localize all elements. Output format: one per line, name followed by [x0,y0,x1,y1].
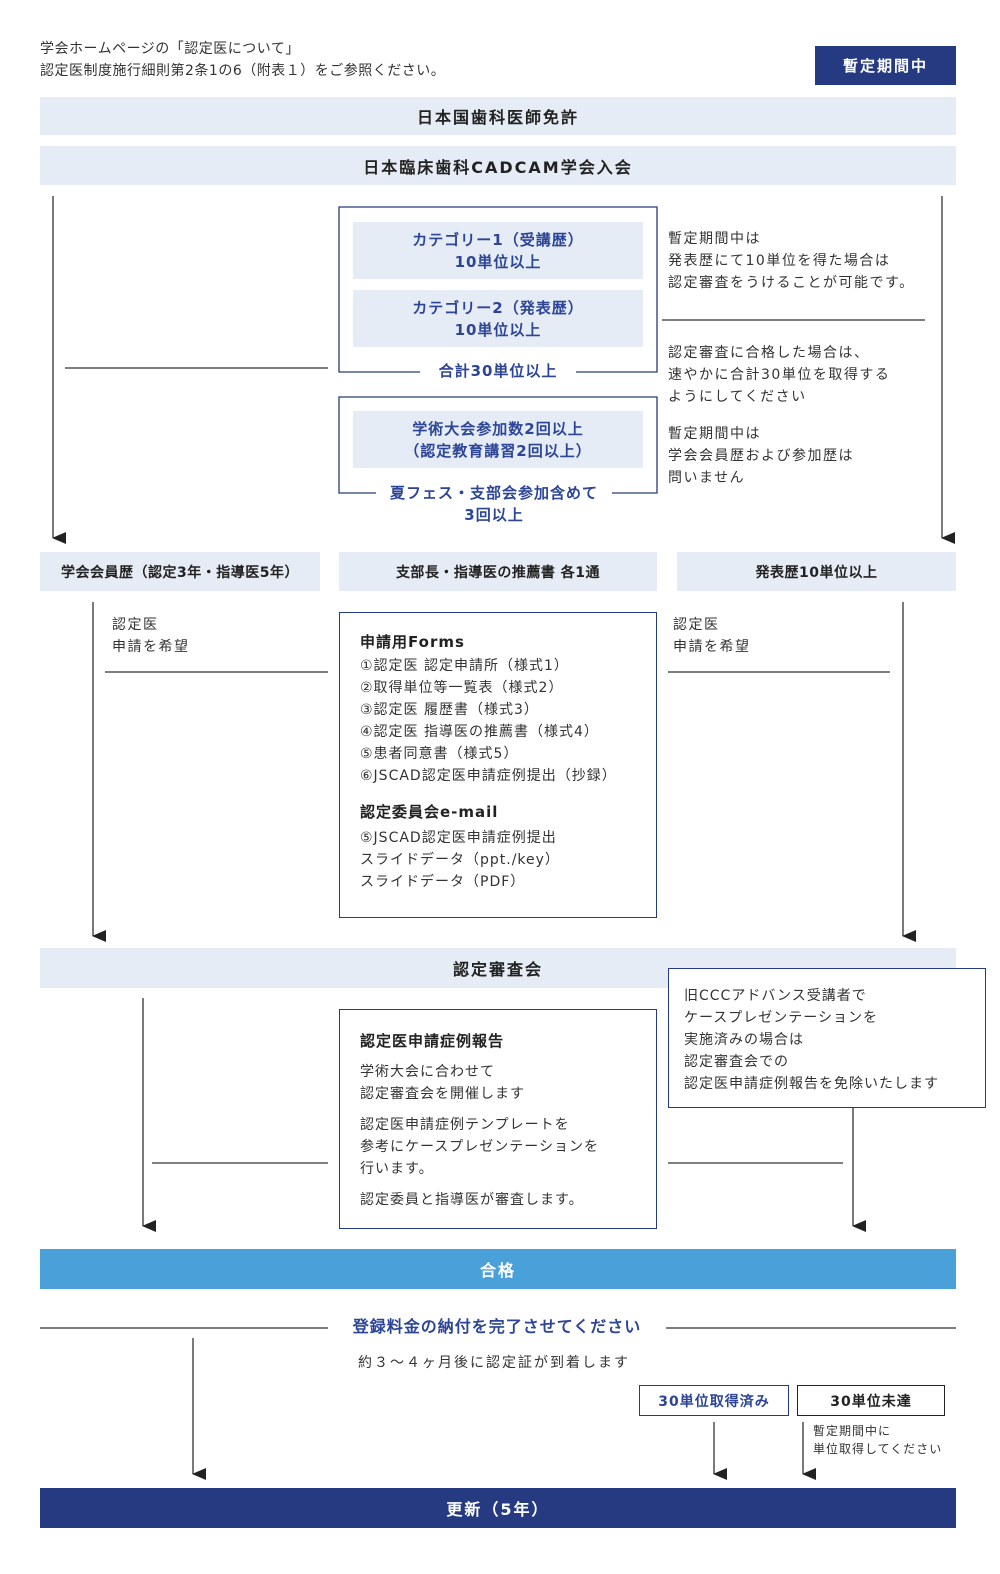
email-heading: 認定委員会e-mail [360,803,499,821]
apply-right-line2: 申請を希望 [673,639,751,655]
ccc-note-line1: 旧CCCアドバンス受講者で [684,988,867,1004]
renewal-band: 更新（5年） [40,1488,956,1528]
ccc-note-line5: 認定医申請症例報告を免除いたします [684,1076,939,1092]
units-note: 暫定期間中に 単位取得してください [813,1422,942,1458]
email-item[interactable]: スライドデータ（ppt./key） [360,852,560,868]
category2-units: 10単位以上 [454,320,542,339]
units-note-line2: 単位取得してください [813,1442,943,1456]
forms-item[interactable]: ②取得単位等一覧表（様式2） [360,680,564,696]
provisional-note3: 暫定期間中は 学会会員歴および参加歴は 問いません [668,423,854,489]
apply-left-line2: 申請を希望 [112,639,190,655]
provisional-note1-line1: 暫定期間中は [668,231,761,247]
email-item[interactable]: スライドデータ（PDF） [360,874,526,890]
ccc-note-line2: ケースプレゼンテーションを [684,1010,879,1026]
category2-title: カテゴリー2（発表歴） [412,298,584,317]
review-band-label: 認定審査会 [452,960,543,979]
ccc-note-box: 旧CCCアドバンス受講者で ケースプレゼンテーションを 実施済みの場合は 認定審… [668,968,986,1108]
total-units-label: 合計30単位以上 [420,360,576,382]
forms-item[interactable]: ⑥JSCAD認定医申請症例提出（抄録） [360,768,617,784]
provisional-note3-line3: 問いません [668,470,746,486]
recommendation-requirement: 支部長・指導医の推薦書 各1通 [339,552,657,591]
membership-band: 日本臨床歯科CADCAM学会入会 [40,146,956,185]
reference-note-line2: 認定医制度施行細則第2条1の6（附表１）をご参照ください。 [40,63,446,79]
provisional-note2-line2: 速やかに合計30単位を取得する [668,367,891,383]
case-report-p1-line2: 認定審査会を開催します [360,1086,525,1102]
units-acquired-box: 30単位取得済み [639,1385,789,1416]
fee-title: 登録料金の納付を完了させてください [328,1316,666,1338]
apply-left-line1: 認定医 [112,617,159,633]
provisional-note3-line2: 学会会員歴および参加歴は [668,448,854,464]
provisional-note3-line1: 暫定期間中は [668,426,761,442]
case-report-p2-line1: 認定医申請症例テンプレートを [360,1117,570,1133]
provisional-note2-line1: 認定審査に合格した場合は、 [668,345,870,361]
case-report-p1-line1: 学術大会に合わせて [360,1064,495,1080]
case-report-box: 認定医申請症例報告 学術大会に合わせて 認定審査会を開催します 認定医申請症例テ… [339,1009,657,1229]
case-report-p1: 学術大会に合わせて 認定審査会を開催します [360,1061,656,1105]
category1-box: カテゴリー1（受講歴） 10単位以上 [353,222,643,279]
membership-years-requirement: 学会会員歴（認定3年・指導医5年） [40,552,320,591]
units-note-line1: 暫定期間中に [813,1424,892,1438]
reference-note-line1: 学会ホームページの「認定医について」 [40,41,300,57]
forms-item[interactable]: ①認定医 認定申請所（様式1） [360,658,569,674]
provisional-badge: 暫定期間中 [815,46,956,85]
category2-box: カテゴリー2（発表歴） 10単位以上 [353,290,643,347]
conference-education: （認定教育講習2回以上） [404,441,592,460]
apply-left: 認定医 申請を希望 [112,614,190,658]
case-report-heading: 認定医申請症例報告 [360,1032,505,1050]
forms-item[interactable]: ⑤患者同意書（様式5） [360,746,519,762]
case-report-p2-line3: 行います。 [360,1161,434,1177]
ccc-note-line3: 実施済みの場合は [684,1032,804,1048]
license-band: 日本国歯科医師免許 [40,97,956,135]
category1-title: カテゴリー1（受講歴） [412,230,584,249]
conference-count: 学術大会参加数2回以上 [412,419,584,438]
email-list: ⑤JSCAD認定医申請症例提出 スライドデータ（ppt./key） スライドデー… [360,827,656,893]
provisional-note1: 暫定期間中は 発表歴にて10単位を得た場合は 認定審査をうけることが可能です。 [668,228,915,294]
apply-right-line1: 認定医 [673,617,720,633]
case-report-p2: 認定医申請症例テンプレートを 参考にケースプレゼンテーションを 行います。 [360,1114,656,1180]
provisional-note1-line2: 発表歴にて10単位を得た場合は [668,253,891,269]
provisional-note2-line3: ようにしてください [668,389,807,405]
credits-box-outline [338,206,658,373]
summer-fes-line2: 3回以上 [464,506,524,524]
presentation-requirement: 発表歴10単位以上 [677,552,956,591]
summer-fes-label: 夏フェス・支部会参加含めて 3回以上 [376,482,612,526]
forms-heading: 申請用Forms [360,633,465,651]
forms-item[interactable]: ③認定医 履歴書（様式3） [360,702,539,718]
forms-list: ①認定医 認定申請所（様式1） ②取得単位等一覧表（様式2） ③認定医 履歴書（… [360,655,656,787]
pass-band: 合格 [40,1249,956,1289]
forms-box: 申請用Forms ①認定医 認定申請所（様式1） ②取得単位等一覧表（様式2） … [339,612,657,918]
case-report-p3: 認定委員と指導医が審査します。 [360,1192,584,1208]
conference-box-outline [338,396,658,494]
units-not-reached-box: 30単位未達 [797,1385,945,1416]
apply-right: 認定医 申請を希望 [673,614,751,658]
certificate-note: 約３～４ヶ月後に認定証が到着します [358,1355,630,1371]
category1-units: 10単位以上 [454,252,542,271]
ccc-note-line4: 認定審査会での [684,1054,789,1070]
reference-note: 学会ホームページの「認定医について」 認定医制度施行細則第2条1の6（附表１）を… [40,38,445,82]
provisional-note2: 認定審査に合格した場合は、 速やかに合計30単位を取得する ようにしてください [668,342,890,408]
conference-box: 学術大会参加数2回以上 （認定教育講習2回以上） [353,411,643,468]
provisional-note1-line3: 認定審査をうけることが可能です。 [668,275,915,291]
case-report-p2-line2: 参考にケースプレゼンテーションを [360,1139,600,1155]
email-item[interactable]: ⑤JSCAD認定医申請症例提出 [360,830,557,846]
summer-fes-line1: 夏フェス・支部会参加含めて [389,484,598,502]
forms-item[interactable]: ④認定医 指導医の推薦書（様式4） [360,724,599,740]
